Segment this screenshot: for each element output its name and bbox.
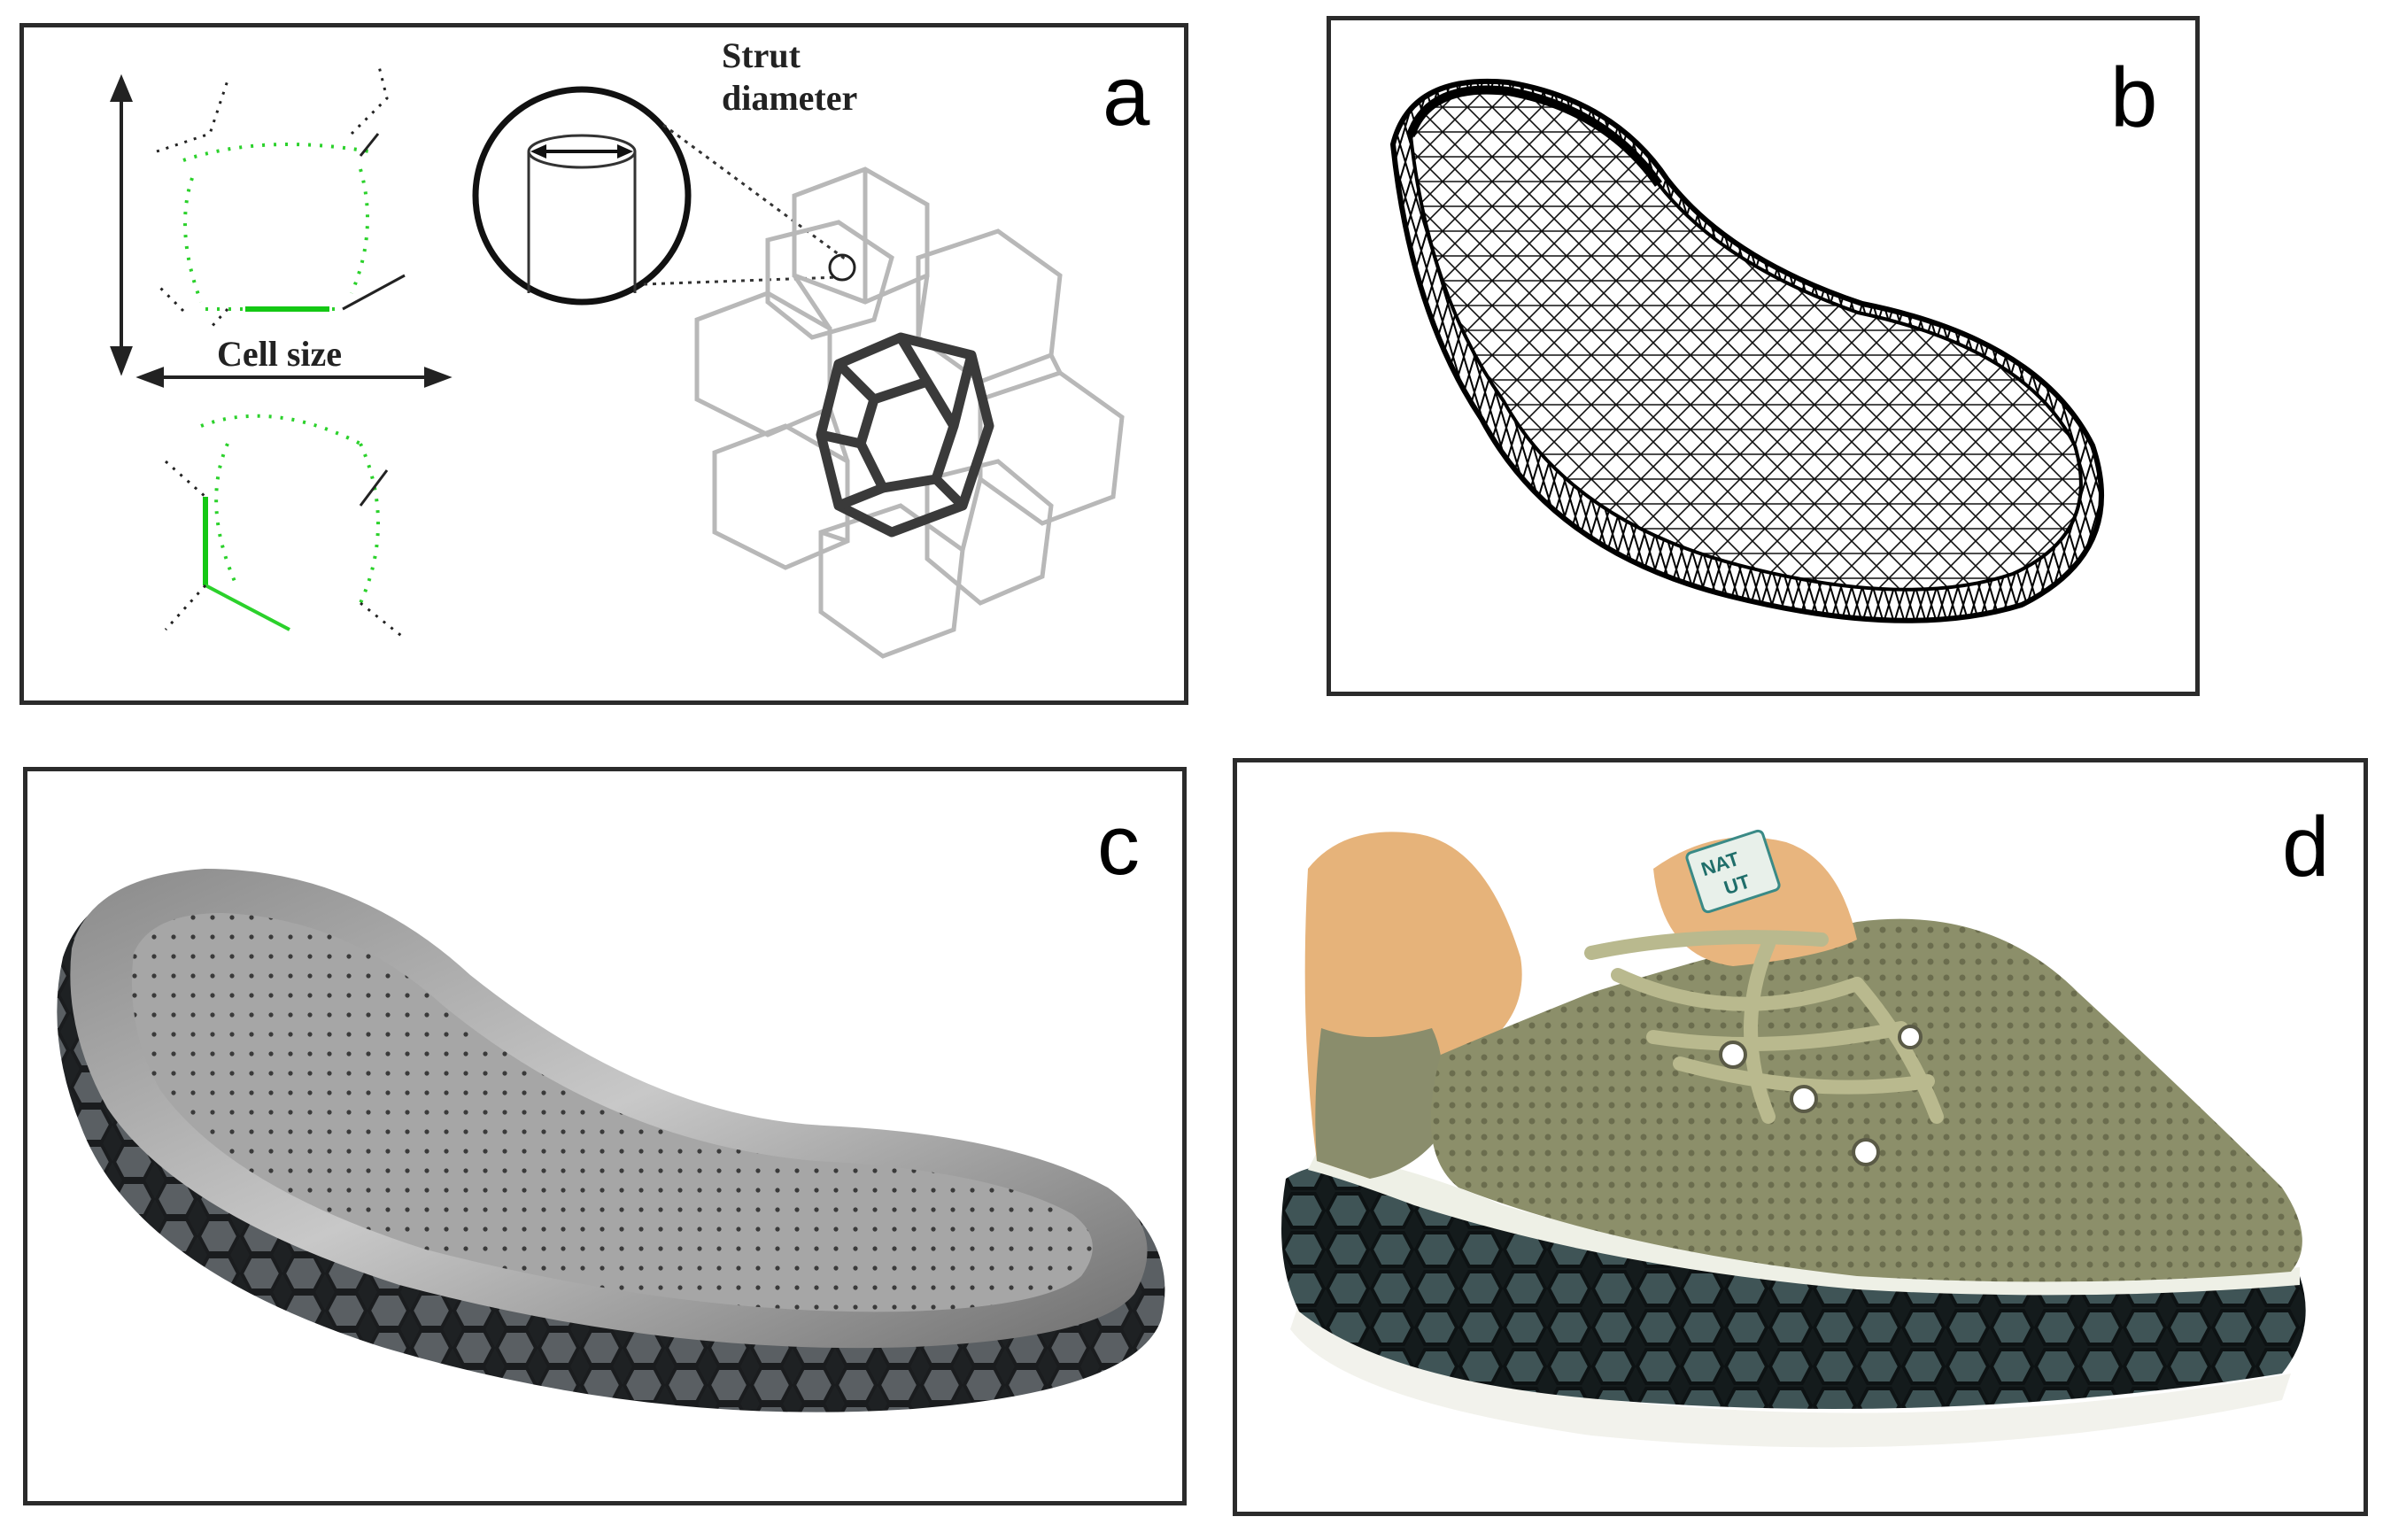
heel-counter	[1315, 1028, 1444, 1179]
strut-label-line2: diameter	[722, 78, 858, 118]
panel-b-letter: b	[2110, 50, 2158, 145]
panel-d-letter: d	[2282, 800, 2330, 894]
unit-cell-diagram	[110, 62, 1125, 659]
cell-size-label: Cell size	[217, 334, 343, 374]
insole-mesh-model	[1389, 78, 2104, 623]
panel-d: d NAT UT	[1233, 758, 2368, 1516]
panel-b: b	[1327, 16, 2200, 696]
panel-c: c	[23, 767, 1187, 1505]
printed-insole-photo	[57, 869, 1165, 1412]
dark-unit-cell	[816, 332, 994, 538]
knit-upper	[1430, 918, 2302, 1282]
panel-c-letter: c	[1097, 798, 1140, 893]
panel-a: a Strut diameter Cell size	[19, 23, 1188, 705]
horizontal-arrow-icon	[135, 367, 453, 388]
vertical-arrow-icon	[110, 74, 133, 376]
unit-cell-bottom	[164, 414, 406, 640]
finished-sneaker-photo: NAT UT	[1281, 829, 2306, 1448]
panel-a-letter: a	[1103, 49, 1150, 143]
unit-cell-top	[155, 62, 406, 330]
strut-label-line1: Strut	[722, 35, 801, 75]
foam-lattice-cluster	[694, 166, 1125, 659]
tongue-tag: NAT UT	[1685, 829, 1781, 914]
insole-perforated-top	[132, 913, 1093, 1312]
shoe-eyelets	[1719, 1025, 1923, 1166]
strut-zoom-circle-icon	[472, 86, 856, 306]
outsole-edge	[1290, 1303, 2291, 1448]
